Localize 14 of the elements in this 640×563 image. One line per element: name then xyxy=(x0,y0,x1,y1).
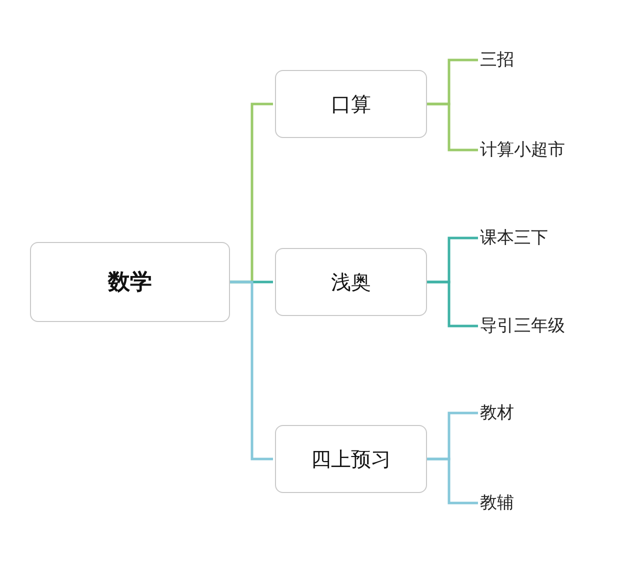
topic-box: 口算 xyxy=(275,70,427,138)
topic-box: 数学 xyxy=(30,242,230,322)
leaf-label: 导引三年级 xyxy=(480,315,565,337)
connector-line xyxy=(427,458,478,504)
leaf-label: 计算小超市 xyxy=(480,139,565,161)
leaf-label: 教辅 xyxy=(480,492,514,514)
topic-box: 浅奥 xyxy=(275,248,427,316)
leaf-label: 教材 xyxy=(480,402,514,424)
connector-line xyxy=(230,280,273,460)
topic-box: 四上预习 xyxy=(275,425,427,493)
leaf-label: 课本三下 xyxy=(480,227,548,249)
leaf-label: 三招 xyxy=(480,49,514,71)
connector-line xyxy=(427,102,478,152)
connector-line xyxy=(427,280,478,328)
